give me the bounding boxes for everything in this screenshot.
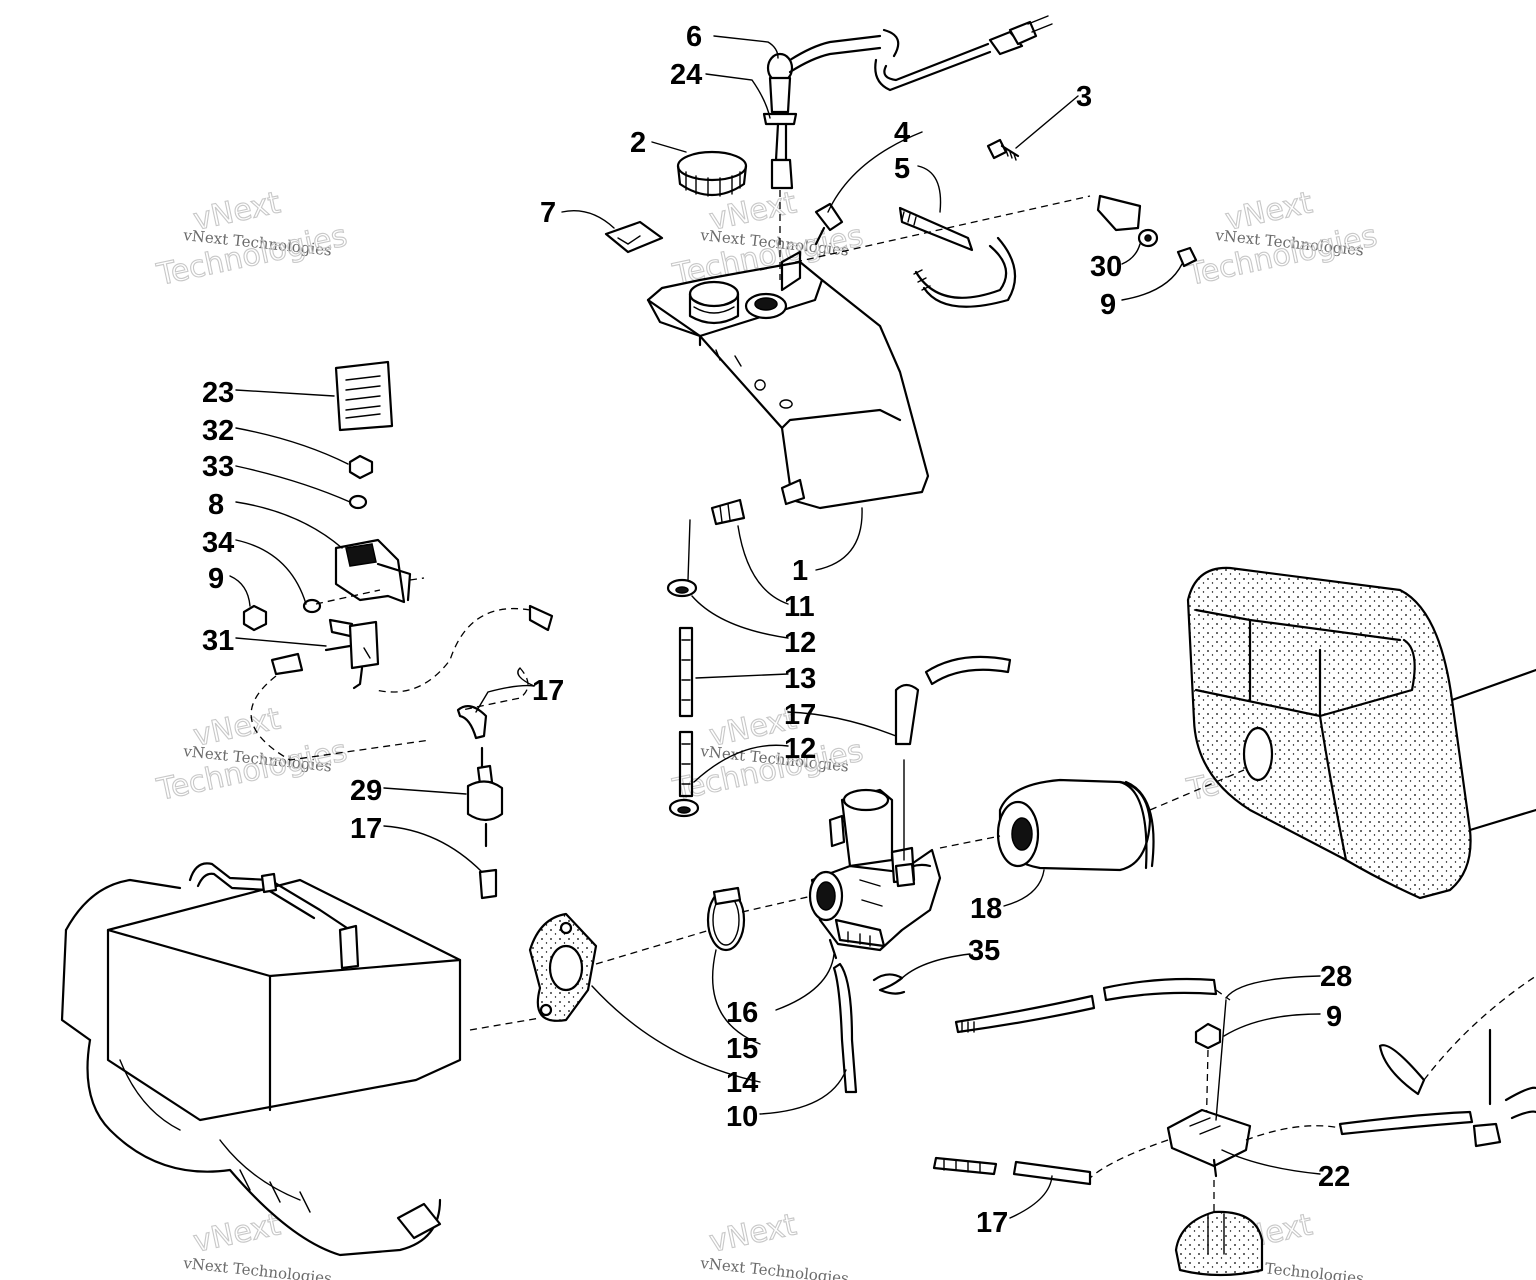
airbox: [1149, 566, 1536, 900]
callout-31: 31: [202, 625, 234, 657]
callout-11: 11: [784, 591, 815, 623]
oil-tank: [646, 250, 930, 510]
engine: [60, 862, 541, 1257]
fuel-hose-left: [250, 604, 554, 761]
hose-clip-35: [872, 973, 906, 995]
svg-text:Technologies: Technologies: [153, 734, 350, 809]
callout-8: 8: [208, 489, 224, 521]
assembly-lines: [595, 835, 1001, 965]
callout-17-carb: 17: [784, 699, 816, 731]
filler-cap: [676, 150, 748, 197]
callout-4: 4: [894, 117, 910, 149]
carb-flange: [528, 912, 598, 1022]
fuel-pump-assembly: [932, 977, 1341, 1277]
callout-29: 29: [350, 775, 382, 807]
fuel-valve-assembly: [242, 360, 425, 690]
oil-line: [666, 519, 700, 818]
callout-34: 34: [202, 527, 234, 559]
callout-9-left: 9: [208, 563, 224, 595]
callout-32: 32: [202, 415, 234, 447]
callout-1: 1: [792, 555, 808, 587]
callout-12-lower: 12: [784, 733, 816, 765]
carburetor: [808, 788, 942, 960]
inline-fuel-filter: [466, 746, 504, 900]
watermark-bottom-center: vNext vNext Technologies: [699, 1207, 850, 1280]
callout-22: 22: [1318, 1161, 1350, 1193]
callout-10: 10: [726, 1101, 758, 1133]
callout-9-pump: 9: [1326, 1001, 1342, 1033]
hose-clamp: [706, 886, 746, 952]
watermark-bottom-left: vNext vNext Technologies: [182, 1207, 333, 1280]
right-edge-hose: [1338, 975, 1536, 1148]
callout-18: 18: [970, 893, 1002, 925]
callout-6: 6: [686, 21, 702, 53]
callout-28: 28: [1320, 961, 1352, 993]
carb-vent-hose: [894, 655, 1012, 888]
callout-17-bottom: 17: [976, 1207, 1008, 1239]
callout-13: 13: [784, 663, 816, 695]
svg-text:vNext: vNext: [190, 1207, 283, 1260]
callout-16: 16: [726, 997, 758, 1029]
callout-23: 23: [202, 377, 234, 409]
oil-level-sender: [762, 15, 1053, 280]
callout-12-upper: 12: [784, 627, 816, 659]
callouts: 6 24 2 7 3 4 5 30 9 23 32 33 8 34 9 31 1…: [202, 21, 1352, 1239]
callout-17-filter: 17: [350, 813, 382, 845]
callout-2: 2: [630, 127, 646, 159]
intake-boot: [996, 778, 1155, 872]
overflow-hose-10: [832, 962, 858, 1094]
leader-lines: [229, 35, 1321, 1219]
watermark-top-left: vNext vNext Technologies Technologies: [153, 185, 351, 294]
svg-text:vNext: vNext: [706, 1207, 799, 1260]
callout-17-left: 17: [532, 675, 564, 707]
callout-5: 5: [894, 153, 910, 185]
svg-text:Technologies: Technologies: [153, 219, 350, 294]
tank-mount-hardware: [759, 138, 1198, 271]
watermark-top-right: vNext vNext Technologies Technologies: [1183, 185, 1381, 294]
callout-15: 15: [726, 1033, 758, 1065]
watermark-mid-center: vNext vNext Technologies Technologies: [669, 701, 867, 809]
callout-35: 35: [968, 935, 1000, 967]
callout-24: 24: [670, 59, 702, 91]
callout-30: 30: [1090, 251, 1122, 283]
svg-text:Technologies: Technologies: [1183, 219, 1380, 294]
elbow-fitting: [814, 202, 844, 246]
svg-text:Technologies: Technologies: [669, 734, 866, 809]
callout-9-top: 9: [1100, 289, 1116, 321]
decal-7: [604, 220, 664, 254]
tank-outlet-fitting: [710, 498, 746, 526]
vent-hose: [898, 206, 1017, 308]
svg-text:vNext Technologies: vNext Technologies: [699, 1254, 850, 1280]
callout-14: 14: [726, 1067, 758, 1099]
callout-7: 7: [540, 197, 556, 229]
svg-text:vNext Technologies: vNext Technologies: [182, 1254, 333, 1280]
callout-3: 3: [1076, 81, 1092, 113]
callout-33: 33: [202, 451, 234, 483]
